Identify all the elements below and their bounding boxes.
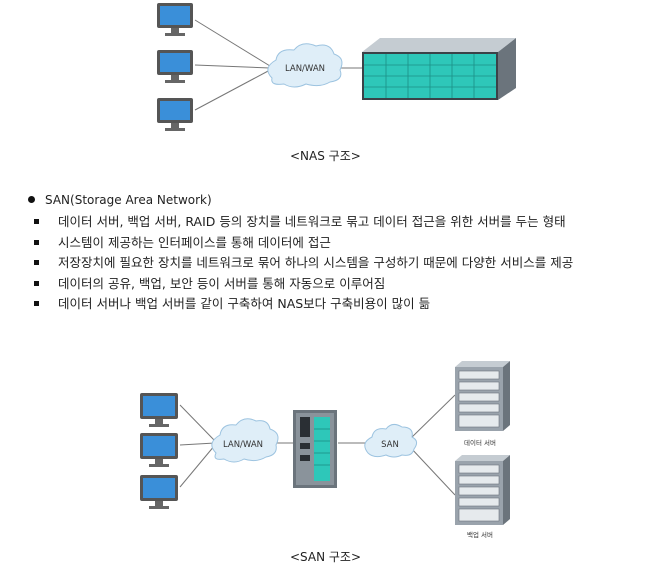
square-bullet-icon (34, 219, 39, 224)
san-connection-lines (179, 394, 456, 496)
nas-connection-lines (194, 19, 362, 111)
list-item-text: 시스템이 제공하는 인터페이스를 통해 데이터에 접근 (58, 234, 331, 250)
san-central-server (293, 410, 337, 488)
backup-server-label: 백업 서버 (467, 530, 493, 539)
san-data-server-rack: 데이터 서버 (455, 361, 510, 447)
nas-client-monitor-3 (157, 98, 193, 131)
nas-caption: <NAS 구조> (290, 149, 361, 163)
list-item: 저장장치에 필요한 장치를 네트워크로 묶어 하나의 시스템을 구성하기 때문에… (34, 253, 646, 274)
list-item: 데이터의 공유, 백업, 보안 등이 서버를 통해 자동으로 이루어짐 (34, 274, 646, 295)
san-client-monitor-2 (140, 433, 178, 467)
nas-storage-array (362, 38, 516, 100)
san-caption: <SAN 구조> (290, 550, 362, 564)
nas-client-monitor-1 (157, 3, 193, 36)
square-bullet-icon (34, 260, 39, 265)
square-bullet-icon (34, 280, 39, 286)
san-cloud1-label: LAN/WAN (223, 440, 263, 450)
square-bullet-icon (34, 239, 39, 245)
square-bullet-icon (34, 301, 39, 306)
san-client-monitor-3 (140, 475, 178, 509)
list-item: 데이터 서버, 백업 서버, RAID 등의 장치를 네트워크로 묶고 데이터 … (34, 212, 646, 233)
nas-client-monitor-2 (157, 50, 193, 83)
data-server-label: 데이터 서버 (464, 438, 496, 447)
list-item: 데이터 서버나 백업 서버를 같이 구축하여 NAS보다 구축비용이 많이 듦 (34, 294, 646, 315)
san-diagram: LAN/WAN SAN 데이터 서버 (140, 361, 510, 539)
list-item-text: 데이터 서버, 백업 서버, RAID 등의 장치를 네트워크로 묶고 데이터 … (58, 214, 566, 229)
list-item: 시스템이 제공하는 인터페이스를 통해 데이터에 접근 (34, 233, 646, 254)
san-cloud2-label: SAN (381, 440, 399, 450)
list-item-text: 데이터 서버나 백업 서버를 같이 구축하여 NAS보다 구축비용이 많이 듦 (58, 296, 431, 311)
san-network-cloud: SAN (364, 423, 418, 458)
san-client-monitor-1 (140, 393, 178, 427)
bullet-dot-icon (28, 196, 35, 203)
san-heading-text: SAN(Storage Area Network) (45, 193, 212, 207)
nas-diagram: LAN/WAN (157, 3, 516, 131)
nas-lan-wan-cloud: LAN/WAN (267, 43, 343, 88)
san-lan-wan-cloud: LAN/WAN (211, 418, 279, 463)
san-backup-server-rack: 백업 서버 (455, 455, 510, 539)
san-heading: SAN(Storage Area Network) (28, 193, 212, 207)
list-item-text: 저장장치에 필요한 장치를 네트워크로 묶어 하나의 시스템을 구성하기 때문에… (58, 255, 574, 270)
list-item-text: 데이터의 공유, 백업, 보안 등이 서버를 통해 자동으로 이루어짐 (58, 275, 386, 291)
nas-cloud-label: LAN/WAN (285, 64, 325, 74)
san-feature-list: 데이터 서버, 백업 서버, RAID 등의 장치를 네트워크로 묶고 데이터 … (34, 212, 646, 315)
